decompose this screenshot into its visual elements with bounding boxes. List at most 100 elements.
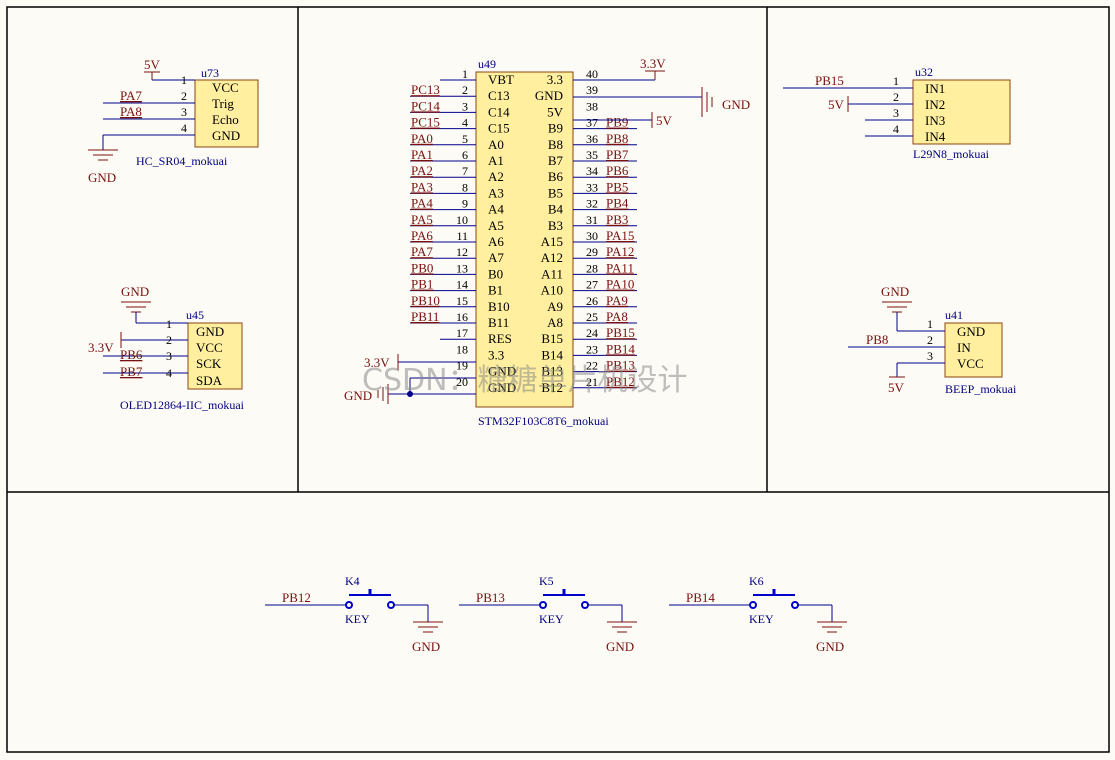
svg-text:PC14: PC14 <box>411 98 440 113</box>
svg-text:PC13: PC13 <box>411 82 440 97</box>
svg-text:5V: 5V <box>656 113 673 128</box>
svg-text:PB3: PB3 <box>606 212 628 227</box>
svg-text:40: 40 <box>586 67 598 81</box>
svg-text:2: 2 <box>927 333 933 347</box>
svg-text:B14: B14 <box>541 347 563 362</box>
svg-text:GND: GND <box>121 284 149 299</box>
svg-text:SDA: SDA <box>196 373 223 388</box>
svg-text:17: 17 <box>456 326 468 340</box>
svg-text:A0: A0 <box>488 137 504 152</box>
l298n-module: u32 L29N8_mokuai PB15 1 IN1 5V 2 IN2 3 I… <box>783 65 1011 161</box>
svg-text:5V: 5V <box>828 97 845 112</box>
svg-text:GND: GND <box>957 324 985 339</box>
hcsr04-ground-symbol: GND <box>88 149 118 185</box>
hcsr04-designator: u73 <box>201 66 219 80</box>
svg-text:PB14: PB14 <box>686 590 715 605</box>
svg-text:28: 28 <box>586 261 598 275</box>
svg-text:PA7: PA7 <box>120 88 142 103</box>
hcsr04-pin-4: 4 GND <box>102 121 240 150</box>
mcu-pin-40: 403.3 <box>547 67 598 87</box>
svg-text:3: 3 <box>181 105 187 119</box>
svg-text:B8: B8 <box>548 137 563 152</box>
svg-text:34: 34 <box>586 164 598 178</box>
beep-body <box>944 322 1003 378</box>
mcu-right-ground-symbol: GND <box>573 87 750 117</box>
svg-text:B13: B13 <box>541 364 563 379</box>
svg-text:31: 31 <box>586 213 598 227</box>
svg-text:PA8: PA8 <box>120 104 142 119</box>
svg-text:GND: GND <box>196 324 224 339</box>
svg-text:PA15: PA15 <box>606 228 634 243</box>
l298n-pin-1: PB15 1 IN1 <box>783 73 945 96</box>
beep-pin-2: PB8 2 IN <box>848 332 971 355</box>
svg-text:PA3: PA3 <box>411 179 433 194</box>
svg-text:3.3V: 3.3V <box>88 340 114 355</box>
svg-text:29: 29 <box>586 245 598 259</box>
svg-text:36: 36 <box>586 132 598 146</box>
l298n-pin-2: 5V 2 IN2 <box>828 90 945 112</box>
svg-text:3: 3 <box>166 349 172 363</box>
svg-text:16: 16 <box>456 310 468 324</box>
svg-text:K6: K6 <box>749 574 764 588</box>
svg-text:3: 3 <box>927 349 933 363</box>
svg-text:PB8: PB8 <box>866 332 888 347</box>
svg-text:VCC: VCC <box>212 80 239 95</box>
svg-text:22: 22 <box>586 359 598 373</box>
hcsr04-body <box>194 79 259 148</box>
mcu-pin18-power-symbol: 3.3V <box>364 354 476 370</box>
svg-text:PA7: PA7 <box>411 244 433 259</box>
svg-text:1: 1 <box>927 317 933 331</box>
svg-text:11: 11 <box>456 229 468 243</box>
svg-text:B5: B5 <box>548 185 563 200</box>
svg-text:4: 4 <box>462 116 468 130</box>
mcu-5v-symbol: 5V <box>573 112 673 128</box>
svg-text:5V: 5V <box>547 104 564 119</box>
svg-text:K4: K4 <box>345 574 360 588</box>
mcu-module-name: STM32F103C8T6_mokuai <box>478 414 609 428</box>
oled-module: u45 OLED12864-IIC_mokuai GND 1 GND 3.3V … <box>88 284 245 412</box>
svg-text:A2: A2 <box>488 169 504 184</box>
svg-text:PB10: PB10 <box>411 293 440 308</box>
svg-text:2: 2 <box>462 83 468 97</box>
svg-text:C13: C13 <box>488 88 510 103</box>
svg-text:32: 32 <box>586 197 598 211</box>
svg-text:GND: GND <box>344 388 372 403</box>
svg-text:A7: A7 <box>488 250 504 265</box>
svg-text:C15: C15 <box>488 121 510 136</box>
oled-ground-symbol: GND <box>121 284 188 324</box>
svg-text:Trig: Trig <box>212 96 234 111</box>
svg-text:PB7: PB7 <box>120 364 143 379</box>
svg-text:B12: B12 <box>541 380 563 395</box>
svg-text:C14: C14 <box>488 104 510 119</box>
svg-text:B9: B9 <box>548 121 563 136</box>
svg-text:KEY: KEY <box>345 612 370 626</box>
svg-text:PA0: PA0 <box>411 131 433 146</box>
svg-text:25: 25 <box>586 310 598 324</box>
svg-text:4: 4 <box>181 121 187 135</box>
svg-text:PA6: PA6 <box>411 228 433 243</box>
svg-text:3.3: 3.3 <box>488 347 504 362</box>
svg-text:27: 27 <box>586 278 598 292</box>
l298n-module-name: L29N8_mokuai <box>913 147 990 161</box>
hcsr04-module: u73 HC_SR04_mokuai 5V 1 VCC PA7 2 Trig P… <box>88 57 259 185</box>
svg-text:1: 1 <box>893 74 899 88</box>
svg-text:2: 2 <box>166 333 172 347</box>
